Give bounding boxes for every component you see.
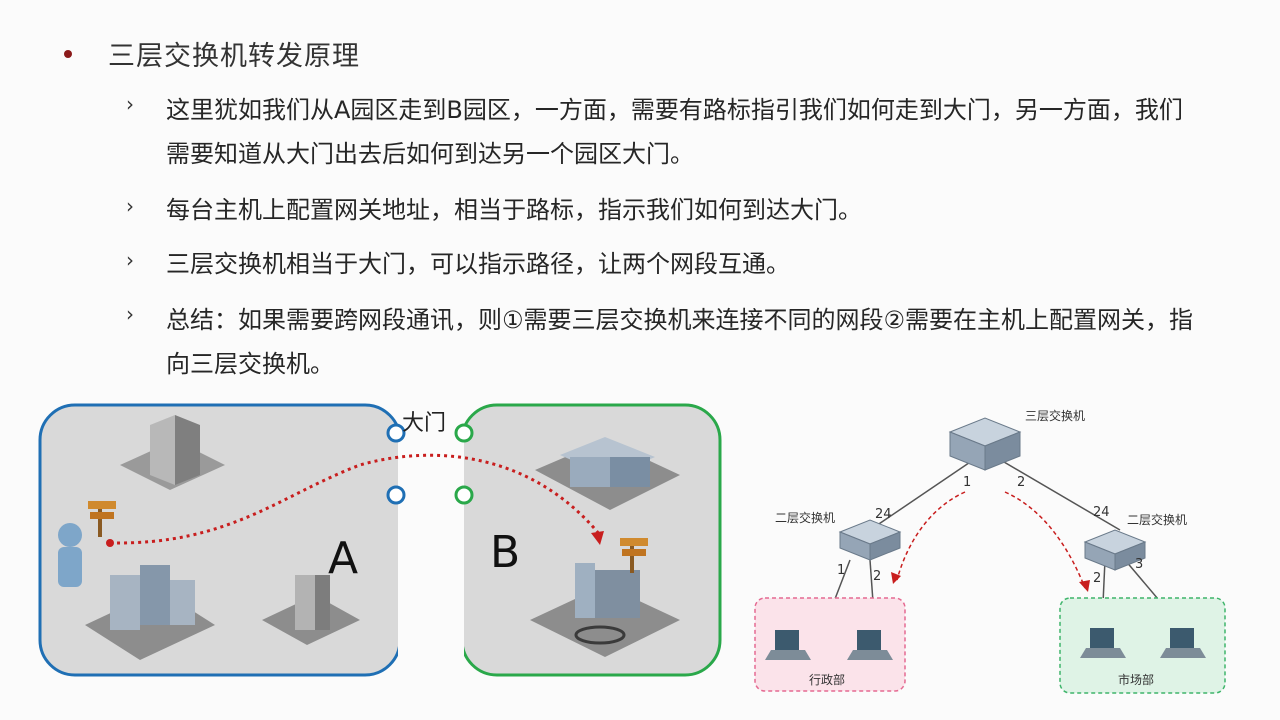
pc-icon (765, 630, 811, 660)
left-group-area (754, 597, 906, 692)
core-switch-icon (948, 417, 1022, 471)
port-label: 24 (1093, 505, 1110, 520)
person-icon (58, 523, 82, 587)
sub-bullet-item: › 这里犹如我们从A园区走到B园区，一方面，需要有路标指引我们如何走到大门，另一… (126, 88, 1226, 176)
port-label: 2 (1017, 475, 1025, 490)
warehouse-building-icon (535, 437, 680, 510)
left-group-label: 行政部 (809, 672, 845, 687)
gate-b-top-icon (454, 423, 474, 443)
port-label: 1 (963, 475, 971, 490)
bullet-dot-icon (64, 49, 72, 58)
port-label: 3 (1135, 557, 1143, 572)
pc-icon (847, 630, 893, 660)
office-cluster-icon (85, 565, 215, 660)
sub-bullet-item: › 总结：如果需要跨网段通讯，则①需要三层交换机来连接不同的网段②需要在主机上配… (126, 298, 1226, 386)
sub-bullet-text: 总结：如果需要跨网段通讯，则①需要三层交换机来连接不同的网段②需要在主机上配置网… (166, 306, 1194, 378)
gate-b-bottom-icon (454, 485, 474, 505)
sub-bullet-item: › 每台主机上配置网关地址，相当于路标，指示我们如何到达大门。 (126, 190, 1226, 230)
right-switch-label: 二层交换机 (1127, 512, 1187, 527)
network-topology: 三层交换机 1 2 二层交换机 24 1 2 二层交换机 24 2 3 (754, 408, 1226, 694)
chevron-right-icon: › (126, 92, 134, 116)
port-label: 2 (873, 569, 881, 584)
zone-a-label: A (328, 533, 358, 584)
gate-label: 大门 (402, 411, 446, 436)
zone-b-label: B (490, 527, 520, 578)
chevron-right-icon: › (126, 194, 134, 218)
sub-bullet-text: 三层交换机相当于大门，可以指示路径，让两个网段互通。 (166, 250, 790, 278)
left-switch-label: 二层交换机 (775, 510, 835, 525)
left-switch-icon (838, 519, 902, 561)
signpost-icon (620, 538, 648, 573)
small-building-icon (262, 575, 360, 645)
gate-a-top-icon (386, 423, 406, 443)
signpost-icon (88, 501, 116, 537)
chevron-right-icon: › (126, 248, 134, 272)
school-building-icon (530, 563, 680, 657)
arrowhead-icon (891, 572, 901, 584)
route-arrow-icon (591, 531, 604, 545)
sub-bullet-item: › 三层交换机相当于大门，可以指示路径，让两个网段互通。 (126, 244, 1226, 284)
route-start-icon (106, 539, 114, 547)
sub-bullet-text: 这里犹如我们从A园区走到B园区，一方面，需要有路标指引我们如何走到大门，另一方面… (166, 96, 1183, 168)
port-label: 1 (837, 563, 845, 578)
main-bullet: 三层交换机转发原理 (64, 34, 360, 73)
core-switch-label: 三层交换机 (1025, 408, 1085, 423)
route-arrow-right (1004, 491, 1086, 589)
arrowhead-icon (1079, 580, 1090, 592)
sub-bullet-text: 每台主机上配置网关地址，相当于路标，指示我们如何到达大门。 (166, 196, 862, 224)
chevron-right-icon: › (126, 302, 134, 326)
tower-building-icon (120, 415, 225, 490)
port-label: 2 (1093, 571, 1101, 586)
route-path (109, 453, 602, 545)
pc-icon (1080, 628, 1126, 658)
sub-bullet-list: › 这里犹如我们从A园区走到B园区，一方面，需要有路标指引我们如何走到大门，另一… (126, 88, 1226, 400)
right-group-area (1059, 597, 1226, 694)
gate-a-bottom-icon (386, 485, 406, 505)
slide-title: 三层交换机转发原理 (108, 41, 360, 72)
port-label: 24 (875, 507, 892, 522)
right-group-label: 市场部 (1118, 672, 1154, 687)
right-switch-icon (1083, 529, 1147, 571)
campus-diagram: 大门 A (38, 403, 722, 677)
pc-icon (1160, 628, 1206, 658)
